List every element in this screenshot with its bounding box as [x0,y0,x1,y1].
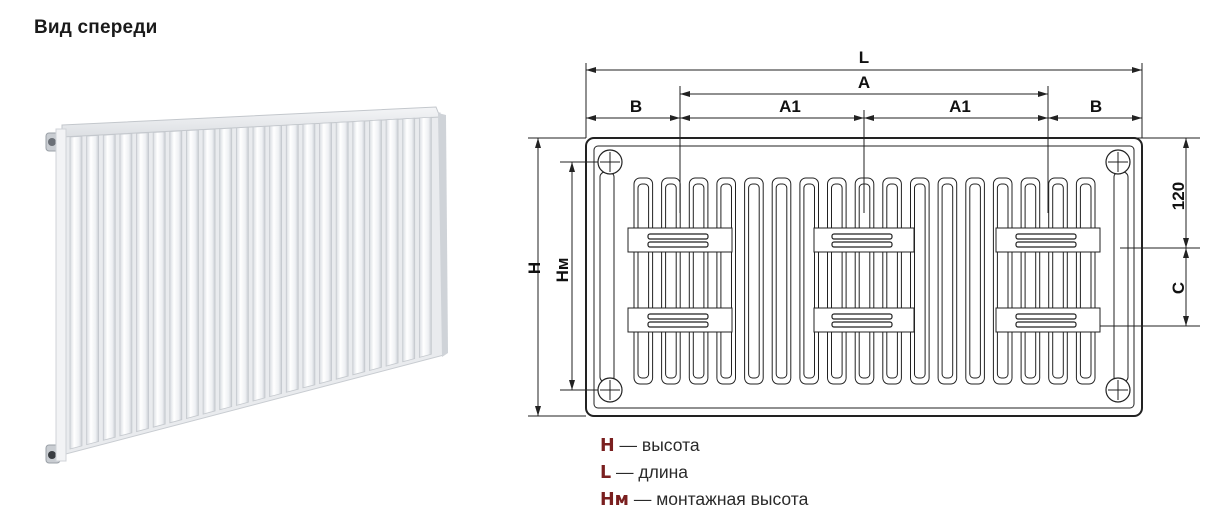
drawing-fin-inner [748,183,760,379]
drawing-fin-inner [1024,183,1037,379]
radiator-fin [418,116,432,358]
drawing-fin [910,177,930,385]
radiator-fin [252,125,266,402]
dim-label-H: H [525,262,544,274]
page-title: Вид спереди [34,17,158,38]
radiator-fin [235,126,249,406]
dim-label-A1-left: A1 [779,97,801,116]
radiator-fin [335,121,349,380]
radiator-fin [102,134,116,441]
radiator-fin [69,135,83,450]
drawing-fin-inner [941,183,954,379]
legend-item-mounting-height: Hм — монтажная высота [600,486,808,513]
drawing-fin [799,177,819,385]
radiator-fin [119,133,133,437]
radiator-fin [202,128,216,415]
drawing-fin-inner [831,183,843,379]
drawing-fin-inner [1052,183,1064,379]
drawing-fin-inner [720,183,732,379]
drawing-fin-inner [996,183,1009,379]
drawing-fin [633,177,654,385]
drawing-fin [965,177,985,385]
dim-label-L: L [859,48,869,67]
dim-label-B-right: B [1090,97,1102,116]
drawing-fin [1075,177,1096,385]
drawing-fin-inner [692,183,705,379]
drawing-fin [992,177,1013,385]
radiator-fin [152,131,166,428]
drawing-fin [854,177,875,385]
legend-text: — высота [619,435,700,455]
drawing-fin [744,177,764,385]
radiator-fin [302,123,316,389]
drawing-fin [716,177,736,385]
drawing-fin-inner [665,183,677,379]
dim-label-A1-right: A1 [949,97,971,116]
drawing-end-fin [1113,171,1129,383]
drawing-fin [827,177,847,385]
drawing-fin [937,177,958,385]
radiator-fin [369,119,382,371]
dim-label-B-left: B [630,97,642,116]
radiator-fin [319,122,332,385]
legend-item-length: L — длина [600,459,808,486]
drawing-fin-inner [969,183,981,379]
legend-key: H [600,436,615,456]
drawing-fin [661,177,681,385]
dim-label-Hm: Hм [553,258,572,283]
radiator-fin [402,117,416,363]
radiator-photo [45,106,448,464]
radiator-fin [186,129,199,419]
drawing-fin [771,177,792,385]
drawing-fin-inner [775,183,788,379]
drawing-fin [882,177,902,385]
drawing-fin-inner [637,183,650,379]
radiator-fins [69,116,432,450]
drawing-fin-inner [858,183,871,379]
radiator-fin [86,135,100,446]
drawing-fin-inner [1079,183,1092,379]
drawing-end-fin [599,171,615,383]
radiator-dimension-drawing: L A B B A1 A1 H Hм 120 C [525,48,1200,417]
dim-label-120: 120 [1169,182,1188,210]
legend-text: — длина [616,462,688,482]
drawing-fin-inner [803,183,815,379]
drawing-fin [1048,177,1068,385]
legend-item-height: H — высота [600,432,808,459]
drawing-fin-inner [886,183,898,379]
dim-label-A: A [858,73,870,92]
radiator-fin [269,125,283,398]
radiator-fin [285,124,299,393]
radiator-fin [352,120,366,376]
legend-text: — монтажная высота [633,489,809,509]
radiator-fin [136,132,149,433]
legend: H — высота L — длина Hм — монтажная высо… [600,432,808,513]
drawing-fin [1020,177,1041,385]
legend-key: Hм [600,490,629,510]
radiator-fin [169,130,183,424]
legend-key: L [600,463,612,483]
dim-label-C: C [1169,282,1188,294]
drawing-fin-inner [914,183,926,379]
drawing-fin [688,177,709,385]
radiator-fin [385,118,399,367]
radiator-fin [219,127,233,411]
